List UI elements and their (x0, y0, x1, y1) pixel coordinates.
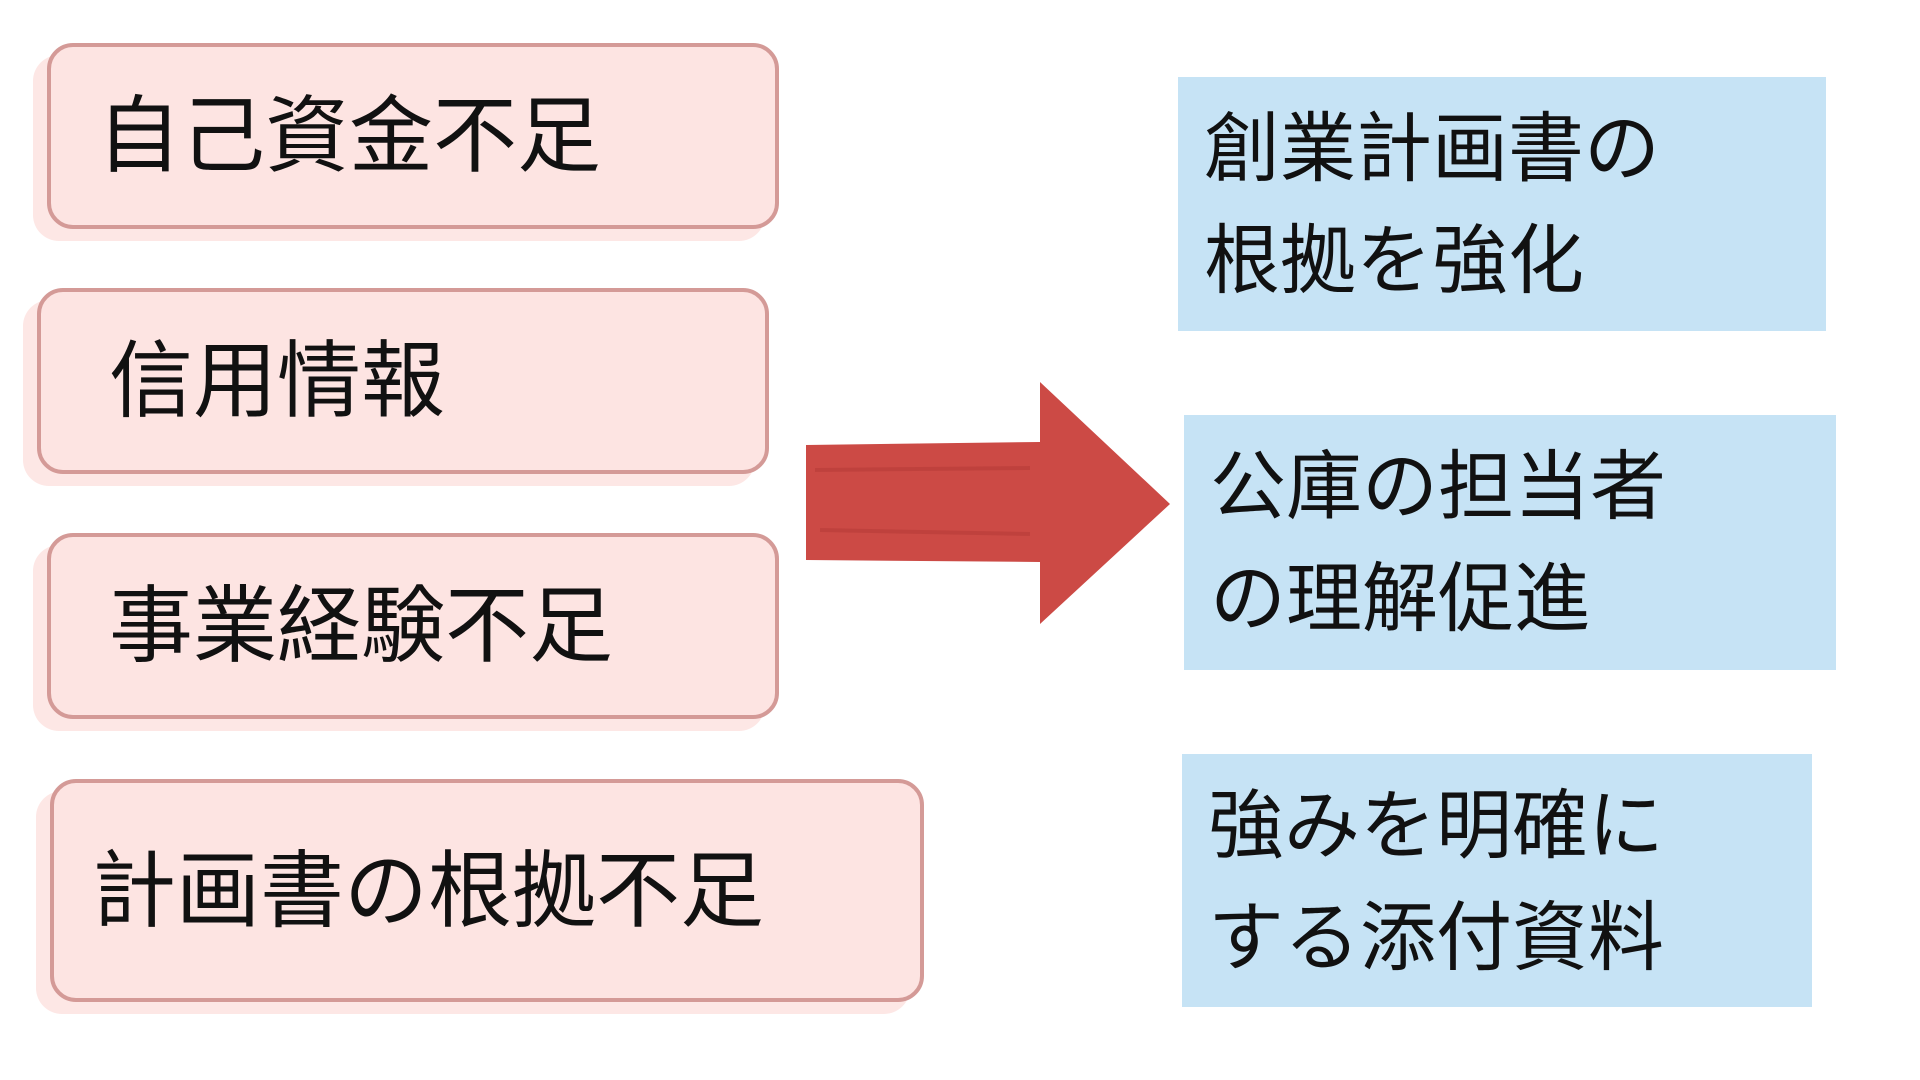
solution-line: の理解促進 (1210, 554, 1590, 643)
solution-box-understanding: 公庫の担当者 の理解促進 (1184, 415, 1836, 670)
problem-box-own-funds: 自己資金不足 (47, 43, 779, 229)
problem-box-credit-info: 信用情報 (37, 288, 769, 474)
problem-label: 計画書の根拠不足 (92, 841, 765, 940)
solution-line: する添付資料 (1208, 893, 1664, 982)
solution-line: 創業計画書の (1204, 104, 1660, 193)
solution-line: 根拠を強化 (1204, 216, 1584, 305)
solution-line: 公庫の担当者 (1210, 442, 1666, 531)
problem-box-plan-basis: 計画書の根拠不足 (50, 779, 924, 1002)
solution-box-attachments: 強みを明確に する添付資料 (1182, 754, 1812, 1007)
problem-label: 事業経験不足 (109, 577, 614, 675)
solution-box-plan: 創業計画書の 根拠を強化 (1178, 77, 1826, 331)
problem-label: 自己資金不足 (97, 87, 602, 185)
problem-label: 信用情報 (109, 332, 446, 430)
problem-box-experience: 事業経験不足 (47, 533, 779, 719)
solution-line: 強みを明確に (1208, 781, 1664, 870)
